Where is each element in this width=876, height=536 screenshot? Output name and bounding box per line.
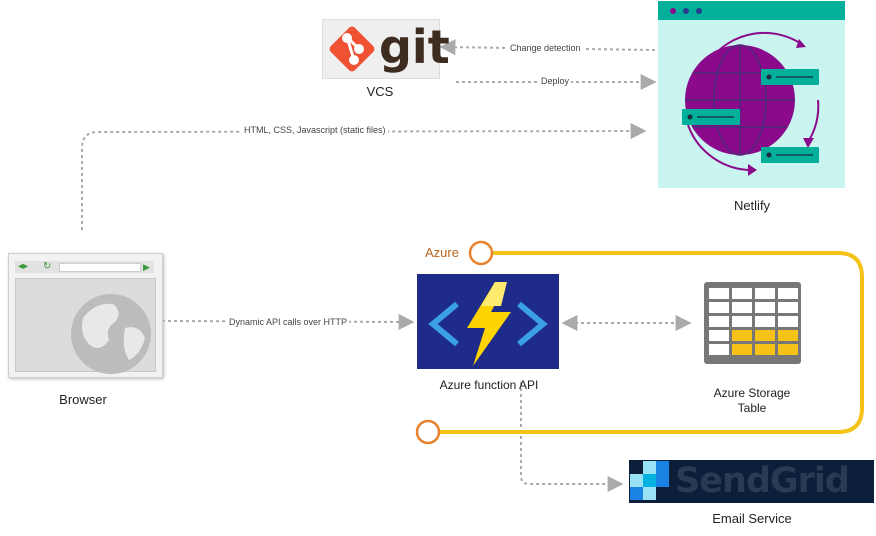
edge-label-api-calls: Dynamic API calls over HTTP xyxy=(227,317,350,328)
table-cell xyxy=(778,316,798,327)
azure-group-border xyxy=(440,251,864,434)
window-dot-icon xyxy=(696,8,702,14)
table-cell xyxy=(732,316,752,327)
table-cell xyxy=(732,330,752,341)
window-dot-icon xyxy=(670,8,676,14)
table-cell xyxy=(709,288,729,299)
edge-label-deploy: Deploy xyxy=(539,76,572,87)
globe-icon xyxy=(682,31,820,176)
table-cell xyxy=(709,316,729,327)
git-logo-mark xyxy=(329,26,375,72)
table-cell xyxy=(755,330,775,341)
table-cell xyxy=(709,330,729,341)
table-cell xyxy=(755,302,775,313)
table-cell xyxy=(755,288,775,299)
window-dot-icon xyxy=(683,8,689,14)
table-cell xyxy=(732,344,752,355)
azure-storage-label: Azure Storage Table xyxy=(700,386,804,416)
edge-label-static-files: HTML, CSS, Javascript (static files) xyxy=(242,125,388,136)
table-cell xyxy=(778,302,798,313)
git-logo-text: git xyxy=(379,20,450,74)
storage-table-icon xyxy=(704,282,801,364)
vcs-label: VCS xyxy=(366,84,394,99)
table-cell xyxy=(709,302,729,313)
table-cell xyxy=(755,316,775,327)
table-cell xyxy=(732,288,752,299)
table-cell xyxy=(755,344,775,355)
netlify-icon xyxy=(658,1,845,188)
lightning-bolt-icon xyxy=(428,282,548,366)
edge-static-files xyxy=(81,123,647,230)
azure-group-end-circle xyxy=(415,419,441,445)
azure-function-icon xyxy=(417,274,559,369)
azure-group-start-circle xyxy=(468,240,494,266)
netlify-label: Netlify xyxy=(733,198,771,213)
browser-label: Browser xyxy=(59,392,107,407)
email-service-label: Email Service xyxy=(712,511,792,526)
azure-function-label: Azure function API xyxy=(439,378,539,392)
azure-storage-label-line2: Table xyxy=(737,401,767,415)
address-bar xyxy=(59,263,141,272)
refresh-icon: ↻ xyxy=(43,261,52,272)
netlify-window-bar xyxy=(658,1,845,20)
table-cell xyxy=(709,344,729,355)
table-cell xyxy=(778,344,798,355)
go-icon: ▶ xyxy=(143,262,150,272)
azure-group-label: Azure xyxy=(425,245,459,260)
table-cell xyxy=(778,288,798,299)
sendgrid-mark-icon xyxy=(630,461,669,500)
table-cell xyxy=(778,330,798,341)
browser-toolbar: ◂▸ ↻ ▶ xyxy=(15,261,154,273)
browser-icon: ◂▸ ↻ ▶ xyxy=(8,253,163,378)
table-cell xyxy=(732,302,752,313)
sendgrid-logo: SendGrid xyxy=(629,460,874,503)
table-grid-icon xyxy=(709,288,798,355)
edge-label-change-detection: Change detection xyxy=(508,43,583,54)
globe-icon xyxy=(71,294,151,374)
sendgrid-logo-text: SendGrid xyxy=(675,461,850,501)
git-logo: git xyxy=(322,19,450,79)
azure-storage-label-line1: Azure Storage xyxy=(713,386,791,400)
back-forward-icon: ◂▸ xyxy=(18,261,29,272)
